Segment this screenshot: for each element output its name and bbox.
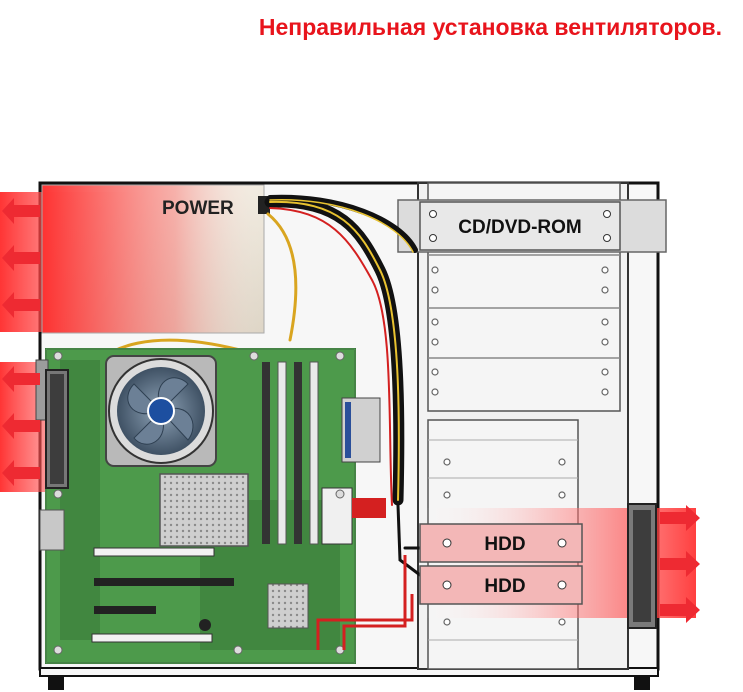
expansion-slots (91, 547, 234, 643)
cpu-cooler (105, 355, 217, 467)
airflow-arrow-left (2, 366, 40, 392)
ram-slots (262, 361, 319, 545)
hdd-1: HDD (419, 523, 583, 563)
airflow-arrow-left (2, 292, 40, 318)
airflow-arrow-right (660, 551, 700, 577)
rear-case-fan (45, 369, 69, 489)
airflow-arrow-left (2, 413, 40, 439)
airflow-arrow-right (660, 597, 700, 623)
hdd-2-label: HDD (484, 576, 525, 597)
optical-drive-label: CD/DVD-ROM (458, 217, 582, 238)
left-airflow-arrows (2, 198, 40, 486)
right-airflow-arrows (660, 505, 700, 623)
airflow-arrow-right (660, 505, 700, 531)
hdd-1-label: HDD (484, 534, 525, 555)
optical-drive: CD/DVD-ROM (397, 199, 667, 253)
airflow-arrow-left (2, 460, 40, 486)
power-cables (80, 194, 422, 577)
motherboard (35, 348, 414, 664)
power-supply-label: POWER (162, 198, 234, 219)
airflow-arrow-left (2, 198, 40, 224)
diagram-title: Неправильная установка вентиляторов. (258, 14, 722, 40)
airflow-arrow-left (2, 245, 40, 271)
hdd-2: HDD (419, 565, 583, 605)
power-supply: POWER (41, 184, 270, 334)
front-case-fan (627, 503, 657, 629)
